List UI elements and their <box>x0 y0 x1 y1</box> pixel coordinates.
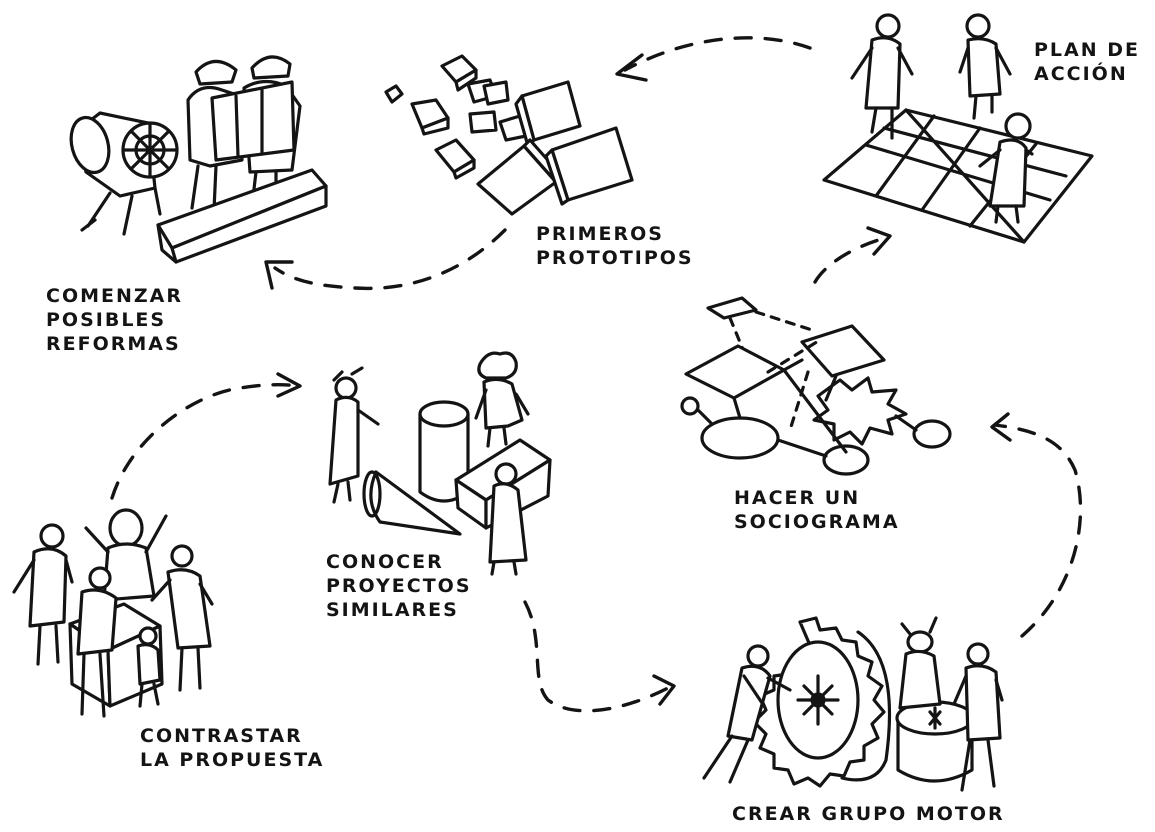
arrow-plan-to-prototipos <box>615 36 812 82</box>
label-line: HACER UN <box>734 487 861 509</box>
label-comenzar-posibles-reformas: COMENZAR POSIBLES REFORMAS <box>46 284 183 356</box>
label-line: PROYECTOS <box>326 575 472 597</box>
label-line: LA PROPUESTA <box>140 749 325 771</box>
arrow-sociograma-to-plan <box>813 226 892 284</box>
label-plan-de-accion: PLAN DE ACCIÓN <box>1034 38 1140 86</box>
label-primeros-prototipos: PRIMEROS PROTOTIPOS <box>536 222 694 270</box>
label-crear-grupo-motor: CREAR GRUPO MOTOR <box>732 802 1005 826</box>
engine-group-gear-sketch <box>702 616 1004 792</box>
label-line: PLAN DE <box>1034 39 1141 61</box>
label-line: PROTOTIPOS <box>536 247 694 269</box>
arrow-grupo-to-sociograma <box>990 412 1083 638</box>
label-line: PRIMEROS <box>536 223 664 245</box>
arrow-prototipos-to-comenzar <box>264 228 507 291</box>
sociogram-sketch <box>680 296 952 476</box>
arrow-conocer-to-grupo <box>523 600 676 713</box>
action-plan-board-sketch <box>822 13 1094 244</box>
similar-projects-sketch <box>328 351 552 576</box>
flow-arrows <box>110 36 1083 713</box>
prototype-cubes-sketch <box>384 54 634 216</box>
label-conocer-proyectos-similares: CONOCER PROYECTOS SIMILARES <box>326 550 472 622</box>
label-line: ACCIÓN <box>1034 63 1128 85</box>
label-line: CONOCER <box>326 551 444 573</box>
label-line: CONTRASTAR <box>140 725 303 747</box>
concrete-mixer-workers-sketch <box>69 55 328 264</box>
label-line: POSIBLES <box>46 309 167 331</box>
label-hacer-un-sociograma: HACER UN SOCIOGRAMA <box>734 486 900 534</box>
label-line: SIMILARES <box>326 599 459 621</box>
label-line: COMENZAR <box>46 285 183 307</box>
label-line: SOCIOGRAMA <box>734 511 900 533</box>
label-line: CREAR GRUPO MOTOR <box>732 803 1005 825</box>
label-contrastar-la-propuesta: CONTRASTAR LA PROPUESTA <box>140 724 324 772</box>
arrow-contrastar-to-conocer <box>110 372 302 500</box>
label-line: REFORMAS <box>46 333 181 355</box>
contrast-proposal-sketch <box>12 508 214 718</box>
